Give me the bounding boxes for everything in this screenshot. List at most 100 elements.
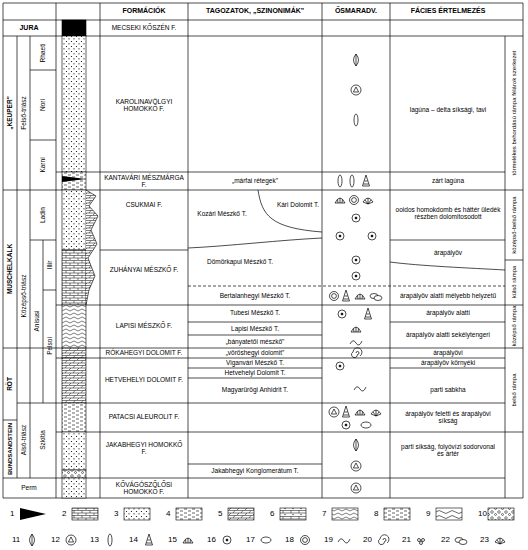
legend-number: 8 bbox=[374, 510, 378, 518]
fossil-symbol bbox=[365, 308, 372, 319]
fossil-symbol bbox=[379, 535, 389, 545]
legend-number: 14 bbox=[129, 536, 138, 544]
lithology-layer bbox=[62, 250, 86, 305]
fossil-symbol bbox=[329, 407, 339, 417]
table-cell-text: JURA bbox=[19, 24, 38, 32]
table-rule bbox=[100, 250, 188, 251]
table-rule bbox=[390, 3, 391, 498]
legend-number: 21 bbox=[402, 536, 411, 544]
table-cell-text: Ladin bbox=[39, 207, 46, 223]
table-cell-text: ooidos homokdomb és háttér üledék részbe… bbox=[396, 206, 501, 221]
fossil-symbol bbox=[183, 538, 193, 543]
table-cell-text: RÓKAHEGYI DOLOMIT F. bbox=[106, 349, 183, 356]
legend-number: 18 bbox=[285, 536, 294, 544]
fossil-symbol bbox=[343, 406, 350, 417]
facies-boundary bbox=[188, 238, 322, 248]
table-rule bbox=[188, 464, 322, 465]
table-rule bbox=[56, 305, 523, 306]
fossil-symbol bbox=[335, 198, 345, 203]
fossil-symbol bbox=[350, 196, 359, 205]
table-rule bbox=[30, 240, 56, 241]
fossil-symbol bbox=[455, 538, 467, 545]
fossil-symbol bbox=[352, 256, 360, 264]
fossil-symbol bbox=[338, 539, 350, 543]
legend-number: 22 bbox=[441, 536, 450, 544]
fossil-symbol bbox=[354, 54, 359, 66]
table-cell-text: MECSEKI KŐSZÉN F. bbox=[112, 24, 177, 31]
table-cell-text: FÁCIES ÉRTELMEZÉS bbox=[411, 7, 486, 15]
legend-number: 4 bbox=[166, 510, 170, 518]
table-rule bbox=[100, 3, 101, 498]
table-cell-text: árapályöv alatti sekélytengeri bbox=[398, 331, 498, 338]
table-cell-text: KŐVÁGÓSZŐLŐSI HOMOKKŐ F. bbox=[104, 481, 184, 496]
table-rule bbox=[3, 420, 17, 421]
fossil-symbol bbox=[351, 461, 361, 471]
fossil-symbol bbox=[370, 294, 382, 301]
table-cell-text: MUSCHELKALK bbox=[6, 244, 13, 294]
legend-number: 23 bbox=[480, 536, 489, 544]
fossil-symbol bbox=[350, 341, 362, 345]
lithology-layer bbox=[62, 36, 86, 172]
table-rule bbox=[505, 36, 506, 498]
fossil-symbol bbox=[495, 538, 505, 544]
fossil-symbol bbox=[351, 327, 361, 332]
legend-number: 3 bbox=[114, 510, 118, 518]
table-cell-text: Lapisi Mészkő T. bbox=[231, 325, 279, 332]
table-cell-text: törmelékes behordású rámpa félárok szerk… bbox=[511, 50, 518, 175]
table-cell-text: zárt lagúna bbox=[432, 177, 464, 184]
table-cell-text: árapályöv alatti bbox=[426, 309, 470, 316]
fossil-symbol bbox=[361, 422, 371, 428]
fossil-symbol bbox=[354, 387, 366, 391]
lithology-layer bbox=[62, 470, 86, 478]
table-rule bbox=[390, 240, 505, 241]
fossil-symbol bbox=[223, 536, 231, 544]
table-cell-text: LAPISI MÉSZKŐ F. bbox=[109, 322, 179, 329]
table-cell-text: „vöröshegyi dolomit" bbox=[226, 349, 285, 356]
fossil-symbol bbox=[261, 537, 271, 543]
legend-number: 20 bbox=[363, 536, 372, 544]
legend-swatch bbox=[436, 508, 462, 520]
legend-number: 17 bbox=[246, 536, 255, 544]
table-cell-text: Magyarürögi Anhidrit T. bbox=[222, 386, 288, 393]
legend-swatch bbox=[488, 508, 514, 520]
table-cell-text: „bányatetői mészkő" bbox=[226, 338, 285, 345]
fossil-symbol bbox=[355, 294, 365, 299]
fossil-symbol bbox=[352, 214, 360, 222]
table-cell-text: „KEUPER" bbox=[6, 96, 13, 129]
table-rule bbox=[188, 368, 322, 369]
table-cell-text: középső-belső rámpa bbox=[511, 196, 518, 253]
fossil-symbol bbox=[355, 410, 365, 415]
fossil-symbol bbox=[354, 114, 358, 126]
legend-number: 1 bbox=[10, 510, 14, 518]
table-cell-text: Pelsoi bbox=[46, 337, 53, 355]
table-cell-text: Szkítia bbox=[39, 430, 46, 450]
legend-number: 2 bbox=[62, 510, 66, 518]
legend-number: 10 bbox=[478, 510, 487, 518]
table-cell-text: KAROLINAVÖLGYI HOMOKKŐ F. bbox=[104, 98, 184, 113]
fossil-symbol bbox=[338, 175, 342, 187]
fossil-symbol bbox=[352, 348, 362, 358]
legend-swatch bbox=[332, 508, 358, 520]
table-cell-text: árapályöv feletti és árapályövi síkság bbox=[398, 410, 498, 425]
table-cell-text: Jakabhegyi Konglomerátum T. bbox=[211, 467, 298, 474]
table-cell-text: Viganvári Mészkő T. bbox=[226, 359, 284, 366]
fossil-symbol bbox=[301, 536, 310, 545]
table-cell-text: Perm bbox=[21, 484, 37, 491]
table-cell-text: „márfai rétegek" bbox=[232, 177, 278, 184]
table-rule bbox=[390, 368, 505, 369]
table-cell-text: JAKABHEGYI HOMOKKŐ F. bbox=[104, 441, 184, 456]
table-cell-text: árapályövi bbox=[433, 349, 463, 356]
fossil-symbol bbox=[354, 439, 359, 451]
fossil-symbol bbox=[330, 292, 339, 301]
table-cell-text: árapályöv alatti mélyebb helyzetű bbox=[398, 292, 498, 299]
fossil-symbol bbox=[336, 362, 344, 370]
table-rule bbox=[43, 290, 56, 291]
fossil-symbol bbox=[418, 539, 425, 545]
table-rule bbox=[3, 3, 4, 498]
legend-number: 12 bbox=[51, 536, 60, 544]
fossil-symbol bbox=[368, 232, 376, 240]
legend-swatch bbox=[176, 508, 202, 520]
fossil-symbol bbox=[352, 272, 360, 280]
legend-number: 16 bbox=[207, 536, 216, 544]
table-cell-text: Bertalanhegyi Mészkő T. bbox=[220, 292, 291, 299]
